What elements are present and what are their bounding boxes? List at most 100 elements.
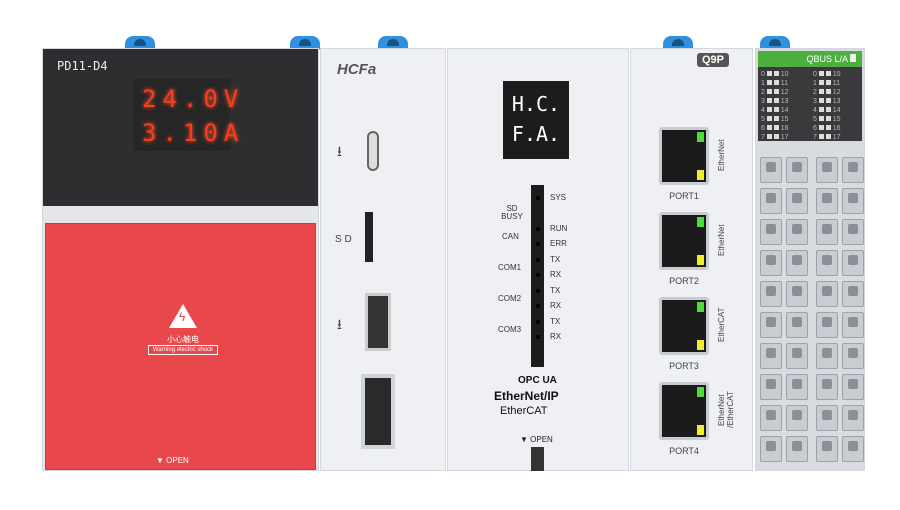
status-led — [536, 304, 540, 308]
protocol-opcua: OPC UA — [518, 375, 557, 386]
usb-c-port[interactable] — [367, 131, 379, 171]
link-led — [697, 302, 704, 312]
terminal-clamp[interactable] — [786, 312, 808, 338]
warning-cn: 小心触电 — [167, 335, 199, 344]
io-channel-label: 17 — [780, 134, 789, 141]
led-label-sys: SYS — [550, 193, 567, 202]
io-channel: 4 14 — [813, 107, 841, 114]
port-label: PORT4 — [669, 446, 699, 456]
rj45-port[interactable] — [659, 212, 709, 270]
terminal-clamp[interactable] — [760, 157, 782, 183]
terminal-clamp[interactable] — [786, 157, 808, 183]
terminal-clamp[interactable] — [816, 343, 838, 369]
power-cover[interactable]: ϟ 小心触电 Warning electric shock ▼ OPEN — [45, 223, 316, 470]
terminal-clamp[interactable] — [760, 405, 782, 431]
status-led — [536, 227, 540, 231]
port-label: PORT2 — [669, 276, 699, 286]
terminal-clamp[interactable] — [760, 436, 782, 462]
terminal-clamp[interactable] — [786, 219, 808, 245]
rj45-port[interactable] — [659, 297, 709, 355]
terminal-clamp[interactable] — [842, 405, 864, 431]
terminal-clamp[interactable] — [816, 436, 838, 462]
io-channel-label: 2 — [761, 89, 765, 96]
group-com2: COM2 — [498, 294, 522, 303]
terminal-clamp[interactable] — [842, 188, 864, 214]
io-channel-label: 7 — [813, 134, 817, 141]
terminal-clamp[interactable] — [786, 343, 808, 369]
group-com3: COM3 — [498, 325, 522, 334]
terminal-clamp[interactable] — [816, 250, 838, 276]
io-channel-label: 14 — [832, 107, 841, 114]
rj45-port[interactable] — [659, 382, 709, 440]
terminal-clamp[interactable] — [842, 343, 864, 369]
led-label-rx: RX — [550, 270, 562, 279]
io-channel-label: 6 — [813, 125, 817, 132]
io-channel-label: 11 — [780, 80, 789, 87]
terminal-clamp[interactable] — [760, 343, 782, 369]
io-channel: 3 13 — [761, 98, 789, 105]
io-channel-label: 3 — [761, 98, 765, 105]
activity-led — [697, 255, 704, 265]
current-readout: 3.10A — [142, 119, 245, 147]
io-channel-label: 15 — [780, 116, 789, 123]
terminal-clamp[interactable] — [786, 374, 808, 400]
port-type-label: EtherNet — [717, 139, 726, 171]
terminal-clamp[interactable] — [816, 312, 838, 338]
terminal-clamp[interactable] — [842, 250, 864, 276]
status-led — [536, 320, 540, 324]
terminal-clamp[interactable] — [816, 157, 838, 183]
status-led — [536, 289, 540, 293]
terminal-clamp[interactable] — [760, 219, 782, 245]
io-channel: 6 16 — [813, 125, 841, 132]
terminal-clamp[interactable] — [760, 312, 782, 338]
status-led — [536, 242, 540, 246]
terminal-clamp[interactable] — [842, 219, 864, 245]
group-com1: COM1 — [498, 263, 522, 272]
terminal-clamp[interactable] — [786, 436, 808, 462]
link-led — [697, 132, 704, 142]
status-led — [536, 335, 540, 339]
terminal-clamp[interactable] — [760, 374, 782, 400]
io-channel: 2 12 — [761, 89, 789, 96]
usb-a-port[interactable] — [365, 293, 391, 351]
qbus-led — [850, 54, 856, 62]
io-channel-label: 1 — [813, 80, 817, 87]
terminal-clamp[interactable] — [816, 281, 838, 307]
rj45-port[interactable] — [659, 127, 709, 185]
io-channel-label: 13 — [832, 98, 841, 105]
io-channel-label: 11 — [832, 80, 841, 87]
sd-slot[interactable] — [365, 212, 373, 262]
io-channel-label: 4 — [761, 107, 765, 114]
terminal-clamp[interactable] — [786, 188, 808, 214]
terminal-clamp[interactable] — [786, 250, 808, 276]
terminal-clamp[interactable] — [842, 157, 864, 183]
brand-logo: HCFa — [337, 61, 377, 78]
warning-en: Warning electric shock — [148, 345, 218, 355]
io-channel: 7 17 — [761, 134, 789, 141]
io-channel: 6 16 — [761, 125, 789, 132]
terminal-clamp[interactable] — [760, 250, 782, 276]
terminal-clamp[interactable] — [842, 374, 864, 400]
terminal-clamp[interactable] — [816, 219, 838, 245]
port-label: PORT1 — [669, 191, 699, 201]
terminal-clamp[interactable] — [842, 436, 864, 462]
terminal-clamp[interactable] — [816, 374, 838, 400]
io-channel-label: 12 — [780, 89, 789, 96]
io-channel-label: 1 — [761, 80, 765, 87]
expansion-slot[interactable] — [361, 374, 395, 449]
terminal-clamp[interactable] — [816, 188, 838, 214]
io-channel-label: 5 — [761, 116, 765, 123]
terminal-clamp[interactable] — [816, 405, 838, 431]
io-channel: 1 11 — [813, 80, 840, 87]
terminal-clamp[interactable] — [842, 281, 864, 307]
q9p-logo: Q9P — [697, 53, 730, 67]
terminal-clamp[interactable] — [786, 281, 808, 307]
terminal-clamp[interactable] — [760, 281, 782, 307]
open-label: ▼ OPEN — [520, 435, 553, 444]
terminal-clamp[interactable] — [786, 405, 808, 431]
terminal-clamp[interactable] — [760, 188, 782, 214]
terminal-clamp[interactable] — [842, 312, 864, 338]
led-label-err: ERR — [550, 239, 567, 248]
open-label: ▼ OPEN — [156, 456, 189, 465]
